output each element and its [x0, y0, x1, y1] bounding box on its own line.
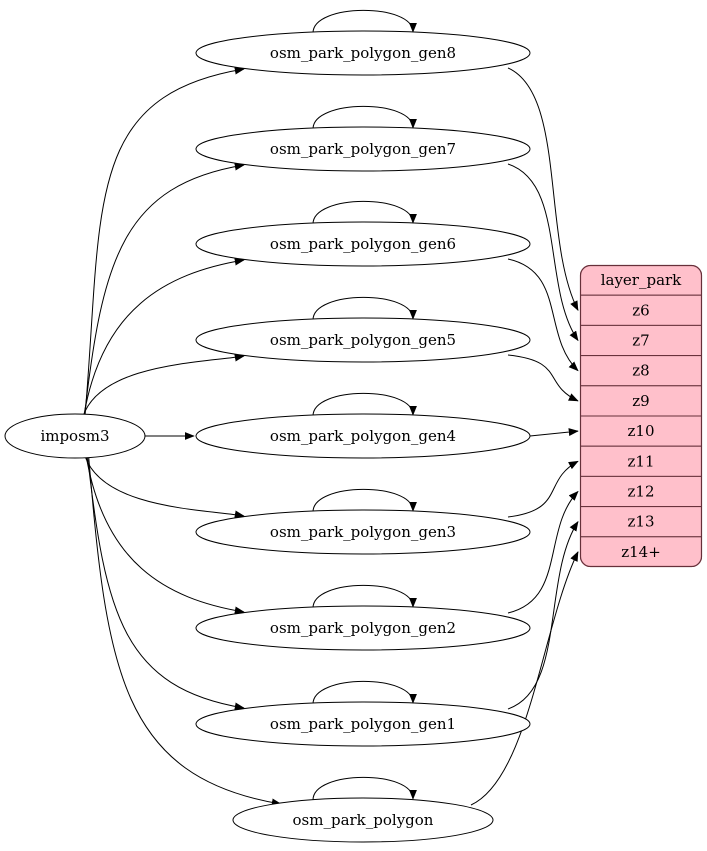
- edge-imposm3-to-gen8: [84, 66, 245, 417]
- edge-gen4-to-z10: [529, 428, 579, 437]
- zoom-level-label: z13: [628, 513, 655, 531]
- self-loop-edge-gen2: [312, 584, 417, 609]
- table-node-gen5[interactable]: [195, 317, 531, 363]
- table-node-gen3-label: osm_park_polygon_gen3: [270, 523, 456, 541]
- edges-imposm3-to-tables: [82, 66, 282, 807]
- edge-imposm3-to-gen6: [83, 257, 245, 417]
- table-node-base[interactable]: [232, 797, 494, 843]
- table-node-gen6[interactable]: [195, 221, 531, 267]
- table-nodes: imposm3 osm_park_polygon_gen8 osm_park_pol…: [4, 30, 531, 843]
- zoom-level-cell-z7[interactable]: [580, 324, 702, 357]
- table-outline: [579, 264, 703, 568]
- source-node-imposm3-label: imposm3: [40, 427, 109, 445]
- table-header-label: layer_park: [601, 271, 682, 289]
- zoom-level-label: z6: [632, 301, 649, 319]
- self-loop-edge-gen4: [312, 392, 417, 417]
- zoom-level-label: z12: [628, 483, 655, 501]
- zoom-level-label: z7: [632, 332, 649, 350]
- edge-gen5-to-z9: [507, 354, 579, 402]
- self-loop-edge-base: [312, 776, 417, 801]
- table-node-gen4[interactable]: [195, 413, 531, 459]
- table-node-base-label: osm_park_polygon: [293, 811, 434, 829]
- table-node-gen8[interactable]: [195, 30, 531, 76]
- edge-imposm3-to-gen2: [85, 455, 245, 615]
- table-node-gen1-label: osm_park_polygon_gen1: [270, 715, 456, 733]
- zoom-level-label: z9: [632, 392, 649, 410]
- table-node-gen2-label: osm_park_polygon_gen2: [270, 619, 456, 637]
- zoom-level-label: z14+: [621, 543, 661, 561]
- self-loop-edge-gen3: [312, 488, 417, 513]
- self-loop-edge-gen5: [312, 296, 417, 321]
- edge-gen1-to-z13: [507, 521, 579, 710]
- table-node-gen8-label: osm_park_polygon_gen8: [270, 44, 456, 62]
- edge-gen7-to-z7: [507, 163, 579, 342]
- edge-imposm3-to-gen7: [83, 162, 245, 417]
- table-node-gen5-label: osm_park_polygon_gen5: [270, 331, 456, 349]
- zoom-level-label: z11: [628, 452, 655, 470]
- self-loop-edge-gen7: [312, 105, 417, 130]
- zoom-level-cell-z10[interactable]: [580, 415, 702, 447]
- zoom-level-cell-z14+[interactable]: [580, 536, 702, 567]
- edge-gen3-to-z11: [507, 460, 579, 518]
- edge-imposm3-to-base: [88, 455, 282, 807]
- table-node-gen7-label: osm_park_polygon_gen7: [270, 140, 456, 158]
- zoom-level-cell-z9[interactable]: [580, 385, 702, 417]
- self-loop-edge-gen1: [312, 680, 417, 705]
- zoom-level-cell-z11[interactable]: [580, 445, 702, 477]
- table-node-gen6-label: osm_park_polygon_gen6: [270, 235, 456, 253]
- zoom-level-label: z10: [628, 422, 655, 440]
- table-node-gen4-label: osm_park_polygon_gen4: [270, 427, 456, 445]
- table-node-gen3[interactable]: [195, 509, 531, 555]
- table-node-gen7[interactable]: [195, 126, 531, 172]
- source-node-imposm3[interactable]: [4, 413, 146, 459]
- edge-gen8-to-z6: [507, 67, 579, 312]
- edge-gen6-to-z8: [507, 258, 579, 372]
- self-loop-edge-gen8: [312, 9, 417, 34]
- zoom-level-cell-z13[interactable]: [580, 506, 702, 538]
- edge-imposm3-to-gen5: [82, 353, 245, 417]
- edge-imposm3-to-gen1: [86, 455, 245, 711]
- self-loop-edge-gen6: [312, 200, 417, 225]
- edge-imposm3-to-gen3: [84, 455, 245, 519]
- edge-base-to-z14+: [470, 551, 579, 806]
- layer-park-table: layer_park z6 z7 z8 z9 z10 z11 z12 z13 z14+: [579, 264, 703, 568]
- edges-tables-to-zoom-levels: [470, 67, 579, 806]
- edge-gen2-to-z12: [507, 490, 579, 614]
- zoom-level-label: z8: [632, 362, 649, 380]
- table-node-gen2[interactable]: [195, 605, 531, 651]
- table-node-gen1[interactable]: [195, 701, 531, 747]
- zoom-level-cell-z12[interactable]: [580, 475, 702, 508]
- self-loop-edges: [312, 9, 417, 801]
